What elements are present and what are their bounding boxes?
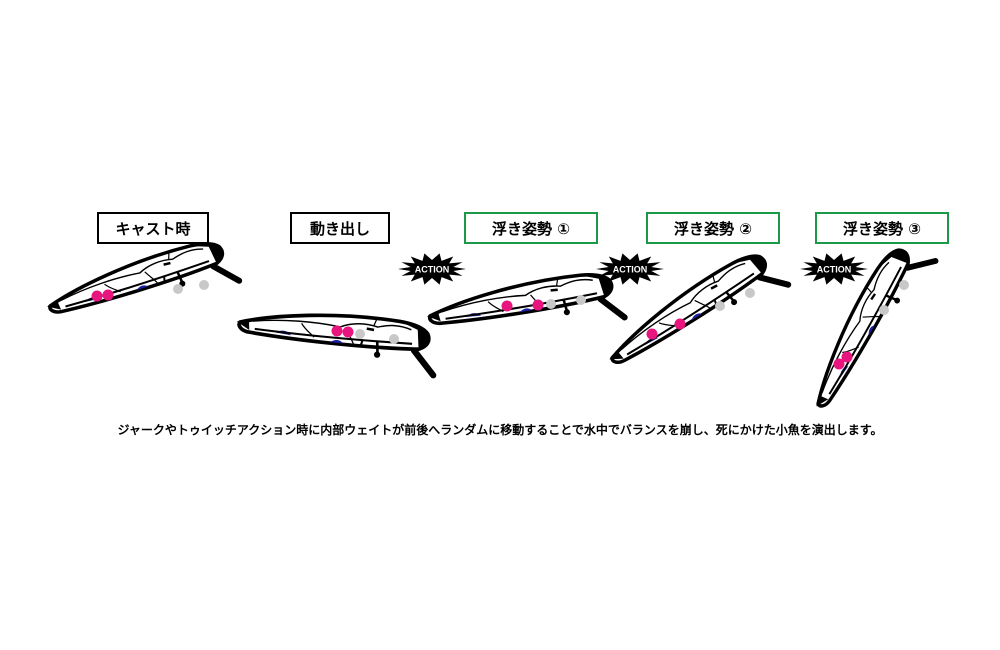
weight-ball-gray xyxy=(745,288,755,298)
lure-start xyxy=(234,294,442,376)
weight-ball-pink xyxy=(833,358,845,370)
weight-ball-gray xyxy=(899,280,909,290)
weight-ball-pink xyxy=(674,318,686,330)
lure-float-3 xyxy=(795,237,936,417)
weight-ball-gray xyxy=(715,301,725,311)
weight-ball-gray xyxy=(389,334,399,344)
lure-cast xyxy=(41,237,239,324)
caption: ジャークやトゥイッチアクション時に内部ウェイトが前後へランダムに移動することで水… xyxy=(117,423,883,437)
weight-ball-pink xyxy=(91,290,103,302)
weight-ball-pink xyxy=(102,289,114,301)
label-float-1: 浮き姿勢 ① xyxy=(464,212,598,244)
action-text: ACTION xyxy=(613,265,648,275)
lure-float-2 xyxy=(597,245,789,375)
lure-float-1 xyxy=(425,272,625,335)
weight-ball-pink xyxy=(501,300,513,312)
label-start: 動き出し xyxy=(290,212,390,244)
label-float-2: 浮き姿勢 ② xyxy=(646,212,780,244)
label-float-3: 浮き姿勢 ③ xyxy=(815,212,949,244)
action-text: ACTION xyxy=(415,265,450,275)
label-cast: キャスト時 xyxy=(97,212,209,244)
action-burst-1: ACTION xyxy=(398,253,466,285)
weight-ball-pink xyxy=(331,325,343,337)
weight-ball-pink xyxy=(646,328,658,340)
weight-ball-gray xyxy=(546,299,556,309)
action-text: ACTION xyxy=(817,265,852,275)
action-burst-2: ACTION xyxy=(596,253,664,285)
weight-ball-gray xyxy=(355,329,365,339)
weight-ball-pink xyxy=(841,351,853,363)
weight-ball-pink xyxy=(532,299,544,311)
weight-ball-pink xyxy=(342,326,354,338)
weight-ball-gray xyxy=(576,295,586,305)
weight-ball-gray xyxy=(173,284,183,294)
action-burst-3: ACTION xyxy=(800,253,868,285)
weight-ball-gray xyxy=(199,280,209,290)
weight-ball-gray xyxy=(879,305,889,315)
